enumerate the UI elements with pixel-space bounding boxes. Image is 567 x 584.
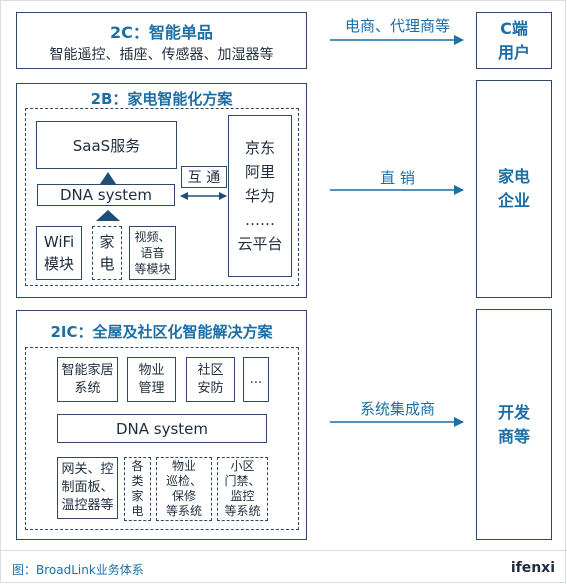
endpoint-ic-line-2: 商等 bbox=[497, 427, 530, 446]
access-control-line-2: 门禁、 bbox=[224, 474, 261, 488]
channel-label-c: 电商、代理商等 bbox=[344, 17, 450, 35]
tier-2b-title: 2B：家电智能化方案 bbox=[90, 90, 233, 108]
tier-2c-box: 2C：智能单品 智能遥控、插座、传感器、加湿器等 bbox=[16, 12, 307, 69]
partner-platforms-box: 京东 阿里 华为 …… 云平台 bbox=[228, 115, 292, 277]
partner-ellipsis: …… bbox=[245, 211, 275, 229]
more-items-label: ... bbox=[249, 372, 263, 387]
appliance-line-2: 电 bbox=[99, 255, 115, 273]
smart-home-line-1: 智能家居 bbox=[61, 362, 114, 378]
av-module-line-3: 等模块 bbox=[134, 262, 171, 276]
gateway-line-2: 制面板、 bbox=[61, 480, 114, 495]
figure-caption: 图：BroadLink业务体系 bbox=[12, 563, 144, 577]
tier-2c-title: 2C：智能单品 bbox=[110, 23, 213, 42]
dna-system-box-2ic: DNA system bbox=[57, 414, 267, 443]
appliances-line-4: 电 bbox=[131, 504, 144, 518]
partner-cloud: 云平台 bbox=[237, 235, 283, 253]
footer-separator bbox=[0, 550, 567, 551]
access-control-line-4: 等系统 bbox=[224, 504, 261, 518]
appliances-line-1: 各 bbox=[131, 459, 144, 473]
interop-label: 互 通 bbox=[187, 170, 221, 186]
property-inspection-line-1: 物业 bbox=[171, 459, 196, 473]
arrow-dna-to-saas bbox=[100, 172, 116, 184]
access-control-line-1: 小区 bbox=[230, 459, 255, 473]
tier-2ic-title: 2IC：全屋及社区化智能解决方案 bbox=[50, 323, 273, 341]
endpoint-b-line-1: 家电 bbox=[497, 167, 530, 186]
wifi-module-box: WiFi 模块 bbox=[36, 226, 82, 280]
appliances-line-3: 家 bbox=[131, 489, 144, 503]
saas-service-box: SaaS服务 bbox=[36, 121, 177, 169]
channel-label-b: 直 销 bbox=[380, 169, 415, 187]
partner-huawei: 华为 bbox=[244, 187, 275, 205]
tier-2ic-dashed-area bbox=[25, 347, 299, 530]
property-management-box: 物业 管理 bbox=[127, 357, 176, 402]
endpoint-ic-box: 开发 商等 bbox=[476, 309, 552, 540]
community-security-box: 社区 安防 bbox=[186, 357, 235, 402]
smart-home-system-box: 智能家居 系统 bbox=[57, 357, 118, 402]
property-inspection-box: 物业 巡检、 保修 等系统 bbox=[156, 457, 212, 521]
appliance-line-1: 家 bbox=[99, 233, 115, 251]
dna-system-label-2b: DNA system bbox=[59, 186, 153, 204]
gateway-panel-box: 网关、控 制面板、 温控器等 bbox=[57, 457, 118, 519]
wifi-module-line-1: WiFi bbox=[43, 233, 75, 251]
channel-label-ic: 系统集成商 bbox=[359, 400, 435, 418]
property-inspection-line-3: 保修 bbox=[171, 489, 196, 503]
tier-2c-subtitle: 智能遥控、插座、传感器、加湿器等 bbox=[49, 47, 274, 63]
property-management-line-2: 管理 bbox=[138, 380, 165, 396]
interop-box: 互 通 bbox=[181, 166, 227, 188]
community-security-line-1: 社区 bbox=[197, 362, 224, 378]
ifenxi-logo: ifenxi bbox=[510, 560, 555, 576]
endpoint-c-text: C端 用户 bbox=[477, 17, 551, 65]
endpoint-ic-text: 开发 商等 bbox=[477, 401, 551, 449]
access-control-box: 小区 门禁、 监控 等系统 bbox=[217, 457, 268, 521]
gateway-line-3: 温控器等 bbox=[61, 498, 114, 513]
dna-system-label-2ic: DNA system bbox=[115, 419, 209, 438]
property-inspection-line-4: 等系统 bbox=[165, 504, 202, 518]
endpoint-ic-line-1: 开发 bbox=[497, 403, 530, 422]
property-management-line-1: 物业 bbox=[138, 362, 165, 378]
endpoint-b-text: 家电 企业 bbox=[477, 165, 551, 213]
endpoint-c-line-2: 用户 bbox=[497, 43, 530, 62]
endpoint-c-line-1: C端 bbox=[500, 19, 528, 38]
partner-jd: 京东 bbox=[244, 139, 275, 157]
access-control-line-3: 监控 bbox=[230, 489, 255, 503]
av-module-line-2: 语音 bbox=[140, 246, 165, 260]
endpoint-c-box: C端 用户 bbox=[476, 12, 552, 69]
partner-ali: 阿里 bbox=[244, 163, 275, 181]
property-inspection-line-2: 巡检、 bbox=[165, 474, 202, 488]
appliance-box: 家 电 bbox=[92, 226, 122, 280]
community-security-line-2: 安防 bbox=[197, 380, 224, 396]
av-module-box: 视频、 语音 等模块 bbox=[129, 226, 176, 280]
dna-system-box-2b: DNA system bbox=[37, 184, 175, 206]
tier-2b-dashed-area bbox=[25, 108, 299, 286]
saas-service-label: SaaS服务 bbox=[72, 136, 141, 155]
wifi-module-line-2: 模块 bbox=[43, 255, 74, 273]
appliances-box: 各 类 家 电 bbox=[124, 457, 151, 521]
endpoint-b-line-2: 企业 bbox=[497, 191, 530, 210]
smart-home-line-2: 系统 bbox=[74, 380, 101, 396]
more-items-box: ... bbox=[243, 357, 269, 402]
arrow-modules-to-dna bbox=[96, 210, 120, 221]
appliances-line-2: 类 bbox=[131, 474, 144, 488]
av-module-line-1: 视频、 bbox=[134, 230, 171, 244]
endpoint-b-box: 家电 企业 bbox=[476, 80, 552, 298]
gateway-line-1: 网关、控 bbox=[61, 462, 114, 477]
